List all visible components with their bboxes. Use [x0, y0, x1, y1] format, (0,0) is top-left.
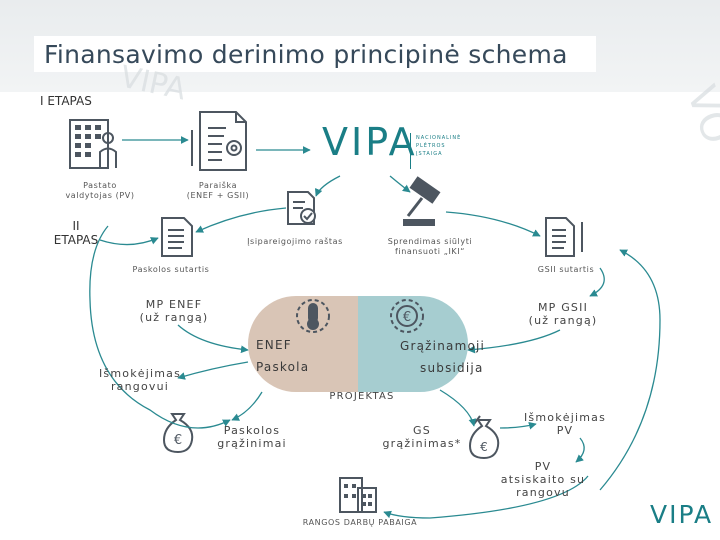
mp-enef-label: MP ENEF(už rangą) [139, 298, 209, 324]
document-check-icon [287, 191, 316, 225]
mp-gsii-label: MP GSII(už rangą) [528, 301, 598, 327]
stage-1-label: I ETAPAS [40, 94, 92, 108]
vipa-logo-footer: VIPA [650, 500, 714, 529]
money-bag-icon: € [162, 413, 194, 454]
enef-subtitle: Paskola [256, 360, 310, 374]
gsii-contract-label: GSII sutartis [537, 265, 595, 274]
svg-text:€: € [403, 310, 411, 325]
application-label: Paraiška(ENEF + GSII) [186, 181, 250, 200]
arrow-to-end [383, 475, 589, 519]
logo-divider [410, 133, 411, 169]
arrow-vipa-to-decision [389, 175, 411, 193]
title-box [34, 36, 596, 72]
thermometer-icon [296, 299, 330, 333]
document-pen-icon [545, 217, 583, 257]
arrow-to-loan-repayment [231, 391, 263, 421]
logo-subtitle: NACIONALINĖ PLĖTROS ĮSTAIGA [416, 135, 462, 157]
enef-title: ENEF [256, 338, 292, 352]
euro-cycle-icon: € [390, 299, 424, 333]
arrow-settle-loop [599, 249, 661, 491]
arrow-to-gs-repayment [439, 389, 477, 427]
subsidy-subtitle: subsidija [420, 361, 484, 375]
arrow-payment-pv-to-settle [575, 437, 585, 463]
page-title: Finansavimo derinimo principinė schema [44, 40, 568, 69]
arrow-project-to-payment [177, 361, 249, 380]
arrow-mp-gsii-to-project [467, 329, 561, 354]
svg-text:€: € [174, 433, 182, 448]
arrow-vipa-to-commitment [314, 175, 341, 197]
money-bag-icon: € [468, 415, 500, 460]
arrow-commitment-to-doc [195, 207, 287, 233]
arrow-left-to-doc [99, 237, 159, 246]
arrow-gsii-contract-to-mp [589, 267, 605, 297]
loan-contract-label: Paskolos sutartis [132, 265, 210, 274]
arrow-to-loan-contract [89, 225, 231, 429]
building-icon [69, 119, 117, 169]
vipa-logo: VIPA [322, 120, 418, 164]
gavel-icon [403, 176, 441, 226]
svg-text:€: € [480, 440, 488, 454]
document-gear-icon [191, 111, 247, 171]
buildings-icon [339, 477, 377, 513]
commitment-letter-label: Įsipareigojimo raštas [247, 237, 343, 246]
subsidy-title: Grąžinamoji [400, 339, 486, 353]
arrow-decision-to-doc [445, 211, 541, 237]
arrow-mp-enef-to-project [177, 324, 249, 354]
project-label: PROJEKTAS [329, 391, 395, 402]
project-pill [248, 296, 468, 392]
arrow-gs-to-pv [499, 421, 537, 430]
construction-end-label: RANGOS DARBŲ PABAIGA [302, 518, 418, 527]
document-icon [161, 217, 193, 257]
